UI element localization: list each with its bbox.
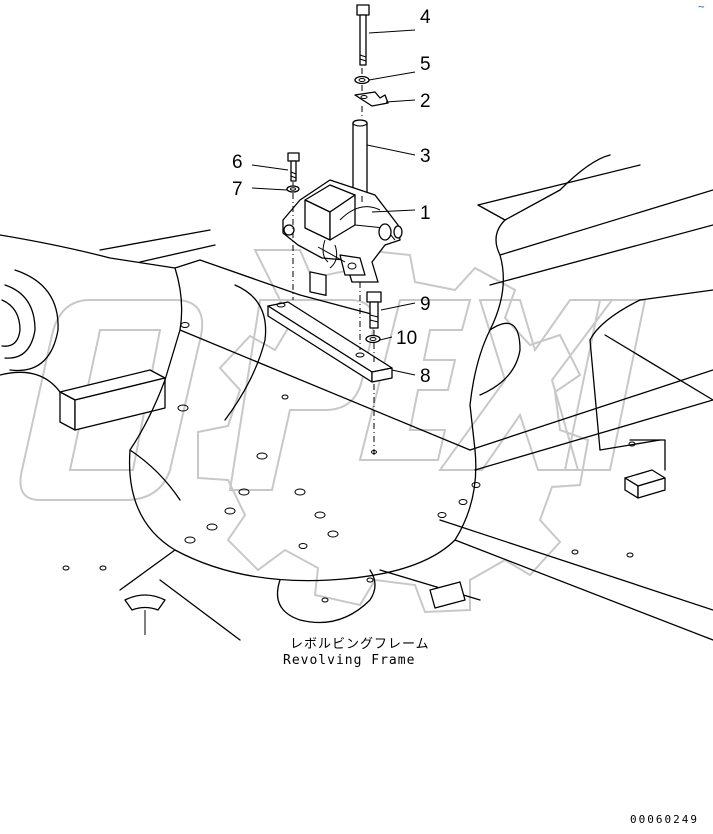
part-9-bolt (366, 291, 382, 329)
callout-4: 4 (420, 7, 431, 28)
corner-mark: ~ (698, 0, 707, 13)
part-7-washer (286, 185, 300, 193)
frame-holes (62, 322, 636, 603)
part-6-bolt (287, 152, 300, 182)
callout-10: 10 (396, 328, 417, 349)
part-1-assembly (282, 179, 403, 296)
part-5-washer (354, 75, 370, 85)
callout-labels: 4 5 2 3 6 7 1 9 10 8 (232, 7, 431, 387)
callout-7: 7 (232, 179, 243, 200)
callout-3: 3 (420, 146, 431, 167)
caption-japanese: レボルビングフレーム (290, 637, 430, 652)
callout-1: 1 (420, 203, 431, 224)
part-8-bar (267, 301, 393, 383)
callout-9: 9 (420, 294, 431, 315)
part-2-clamp (354, 91, 389, 107)
part-3-spacer (352, 119, 368, 196)
callout-8: 8 (420, 366, 431, 387)
center-lines (292, 68, 377, 455)
revolving-frame (0, 154, 713, 641)
part-10-washer (365, 334, 381, 344)
leader-lines (251, 29, 416, 376)
callout-2: 2 (420, 91, 431, 112)
watermark (19, 248, 647, 614)
caption-english: Revolving Frame (283, 653, 415, 668)
document-id: 00060249 (630, 813, 699, 826)
part-4-bolt (356, 4, 370, 66)
callout-6: 6 (232, 152, 243, 173)
callout-5: 5 (420, 54, 431, 75)
